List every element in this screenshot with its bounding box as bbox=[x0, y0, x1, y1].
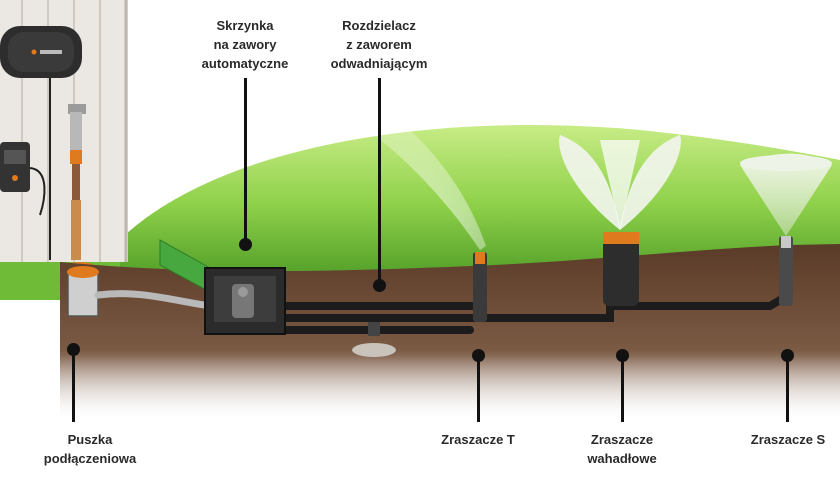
sprinkler-t-label: Zraszacze T bbox=[441, 430, 515, 449]
sprinkler-t-leader bbox=[477, 356, 480, 422]
connection-box-label-line-1: Puszka bbox=[67, 432, 113, 447]
sprinkler-s-label-line-1: Zraszacze S bbox=[750, 432, 826, 447]
sprinkler-s-label: Zraszacze S bbox=[751, 430, 825, 449]
connection-box-label: Puszka podłączeniowa bbox=[44, 430, 136, 468]
wall-controller-icon bbox=[0, 26, 82, 78]
wall-sensor-icon bbox=[0, 78, 51, 260]
sprinkler-oscillating-marker bbox=[616, 349, 629, 362]
connection-box-icon bbox=[67, 266, 99, 317]
distributor-label: Rozdzielacz z zaworem odwadniającym bbox=[331, 16, 428, 73]
valve-box-marker bbox=[239, 238, 252, 251]
valve-box-label-line-1: Skrzynka bbox=[216, 18, 274, 33]
oscillating-sprinkler-icon bbox=[559, 135, 681, 306]
valve-box-label-line-3: automatyczne bbox=[201, 56, 289, 71]
valve-box-icon bbox=[159, 239, 286, 335]
drain-valve-icon bbox=[352, 322, 396, 357]
sprinkler-t-label-line-1: Zraszacze T bbox=[441, 432, 515, 447]
connection-box-label-line-2: podłączeniowa bbox=[43, 451, 137, 466]
distributor-label-line-3: odwadniającym bbox=[330, 56, 428, 71]
connection-box-leader bbox=[72, 350, 75, 422]
sprinkler-oscillating-leader bbox=[621, 356, 624, 422]
sprinkler-oscillating-label: Zraszacze wahadłowe bbox=[587, 430, 656, 468]
valve-box-leader bbox=[244, 78, 247, 244]
distributor-leader bbox=[378, 78, 381, 284]
distributor-marker bbox=[373, 279, 386, 292]
connection-box-marker bbox=[67, 343, 80, 356]
sprinkler-oscillating-label-line-2: wahadłowe bbox=[587, 451, 657, 466]
sprinkler-s-marker bbox=[781, 349, 794, 362]
sprinkler-oscillating-label-line-1: Zraszacze bbox=[590, 432, 654, 447]
s-sprinkler-icon bbox=[740, 153, 832, 306]
valve-box-label: Skrzynka na zawory automatyczne bbox=[202, 16, 289, 73]
pop-up-sprinkler-icon bbox=[320, 80, 487, 322]
distributor-label-line-1: Rozdzielacz bbox=[342, 18, 416, 33]
distributor-label-line-2: z zaworem bbox=[346, 37, 412, 52]
soil-layer bbox=[40, 244, 840, 425]
sprinkler-t-marker bbox=[472, 349, 485, 362]
sprinkler-s-leader bbox=[786, 356, 789, 422]
valve-box-label-line-2: na zawory bbox=[213, 37, 277, 52]
